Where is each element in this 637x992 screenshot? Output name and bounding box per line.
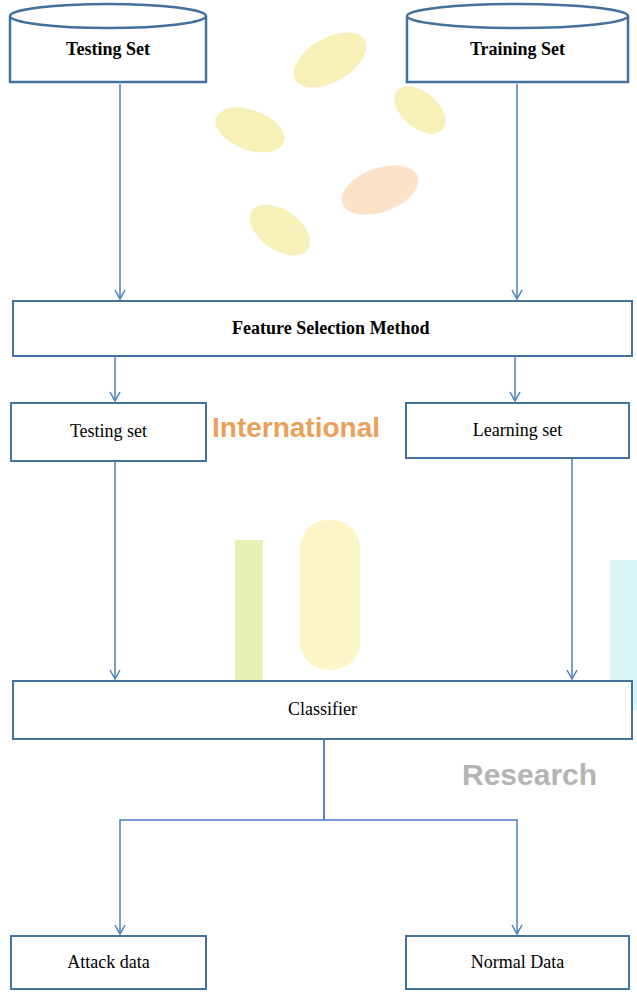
output-box: Attack data bbox=[10, 935, 207, 990]
node-label: Training Set bbox=[470, 39, 565, 61]
process-box: Learning set bbox=[405, 402, 630, 459]
flow-arrow bbox=[516, 84, 518, 299]
node-label: Attack data bbox=[67, 952, 149, 974]
flow-arrow bbox=[571, 459, 573, 679]
flow-arrow bbox=[120, 740, 324, 934]
data-store: Testing Set bbox=[8, 2, 208, 84]
flow-arrow bbox=[514, 357, 516, 401]
process-box: Testing set bbox=[10, 402, 207, 462]
node-label: Normal Data bbox=[471, 952, 564, 974]
watermark-text: Research bbox=[462, 758, 597, 792]
flow-arrow bbox=[114, 357, 116, 401]
process-box: Classifier bbox=[12, 680, 633, 740]
node-label: Testing set bbox=[70, 421, 147, 443]
output-box: Normal Data bbox=[405, 935, 630, 990]
flow-arrow bbox=[114, 462, 116, 679]
node-label: Learning set bbox=[473, 420, 562, 442]
process-box: Feature Selection Method bbox=[12, 300, 633, 357]
node-label: Classifier bbox=[288, 699, 357, 721]
flow-arrow bbox=[119, 84, 121, 299]
data-store: Training Set bbox=[405, 2, 630, 84]
node-label: Feature Selection Method bbox=[232, 318, 430, 340]
watermark-text: International bbox=[212, 412, 380, 444]
node-label: Testing Set bbox=[66, 39, 150, 61]
